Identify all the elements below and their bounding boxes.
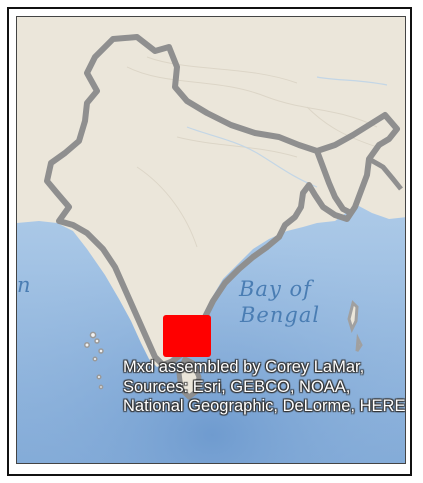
india-boundary bbox=[44, 34, 400, 368]
bay-of-bengal-label-line2: Bengal bbox=[240, 303, 321, 327]
island-andaman bbox=[347, 300, 363, 352]
rivers bbox=[186, 76, 388, 188]
relief-texture bbox=[126, 56, 378, 248]
island-sri-lanka bbox=[176, 356, 202, 400]
map-view[interactable]: n Bay of Bengal Mxd assembled by Corey L… bbox=[16, 16, 406, 464]
sea-label: n bbox=[17, 273, 31, 297]
basemap-graphic bbox=[17, 17, 405, 463]
northeast-boundary-2 bbox=[367, 156, 403, 191]
map-credit-text: Mxd assembled by Corey LaMar, Sources: E… bbox=[123, 358, 406, 415]
islands-west bbox=[84, 331, 104, 390]
land-mass bbox=[17, 17, 405, 367]
northeast-boundary bbox=[314, 149, 353, 216]
bay-of-bengal-label-line1: Bay of bbox=[239, 277, 312, 301]
location-marker[interactable] bbox=[163, 315, 211, 357]
